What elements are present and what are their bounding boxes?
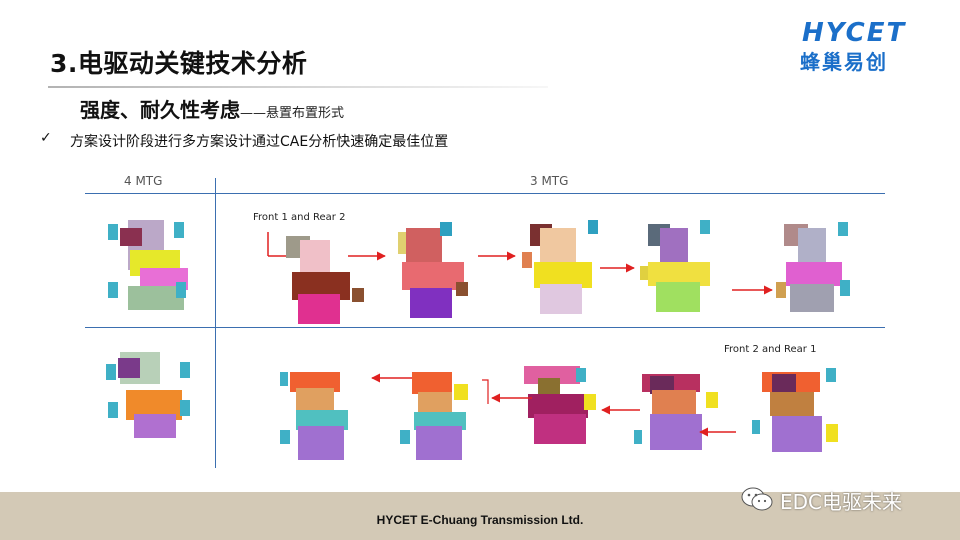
annotation-front2-rear1: Front 2 and Rear 1 bbox=[724, 344, 817, 355]
logo-chinese: 蜂巢易创 bbox=[800, 50, 888, 74]
watermark: EDC电驱未来 bbox=[740, 484, 940, 514]
divider-middle bbox=[85, 327, 885, 328]
slide-title: 3.电驱动关键技术分析 bbox=[50, 49, 308, 78]
label-3mtg: 3 MTG bbox=[530, 174, 569, 188]
assembly-bottom-1 bbox=[280, 372, 348, 460]
divider-vertical bbox=[215, 178, 216, 468]
assembly-top-2 bbox=[398, 222, 468, 318]
annotation-front1-rear2: Front 1 and Rear 2 bbox=[253, 212, 346, 223]
company-logo: HYCET 蜂巢易创 bbox=[796, 18, 926, 74]
assembly-top-3 bbox=[522, 220, 598, 314]
footer-band bbox=[0, 492, 960, 540]
assembly-bottom-2 bbox=[400, 372, 468, 460]
assembly-top-4 bbox=[640, 220, 710, 312]
divider-top bbox=[85, 193, 885, 194]
wechat-icon bbox=[741, 487, 773, 511]
assembly-bottom-3 bbox=[524, 366, 596, 444]
bullet-text: 方案设计阶段进行多方案设计通过CAE分析快速确定最佳位置 bbox=[70, 134, 449, 150]
assembly-top-5 bbox=[776, 222, 850, 312]
subtitle-note: ——悬置布置形式 bbox=[240, 106, 345, 121]
assembly-top-1 bbox=[267, 232, 364, 324]
subtitle: 强度、耐久性考虑——悬置布置形式 bbox=[80, 94, 344, 123]
logo-english: HYCET bbox=[802, 18, 907, 48]
check-icon: ✓ bbox=[40, 130, 52, 146]
assembly-bottom-5 bbox=[752, 368, 838, 452]
assembly-4mtg-top bbox=[108, 220, 188, 310]
callout-bracket bbox=[482, 379, 489, 404]
assembly-bottom-4 bbox=[634, 374, 718, 450]
assembly-4mtg-bottom bbox=[106, 352, 190, 438]
title-underline bbox=[48, 86, 548, 88]
label-4mtg: 4 MTG bbox=[124, 174, 163, 188]
watermark-text: EDC电驱未来 bbox=[780, 490, 903, 514]
subtitle-main: 强度、耐久性考虑 bbox=[80, 98, 240, 122]
footer-company: HYCET E-Chuang Transmission Ltd. bbox=[376, 513, 584, 527]
